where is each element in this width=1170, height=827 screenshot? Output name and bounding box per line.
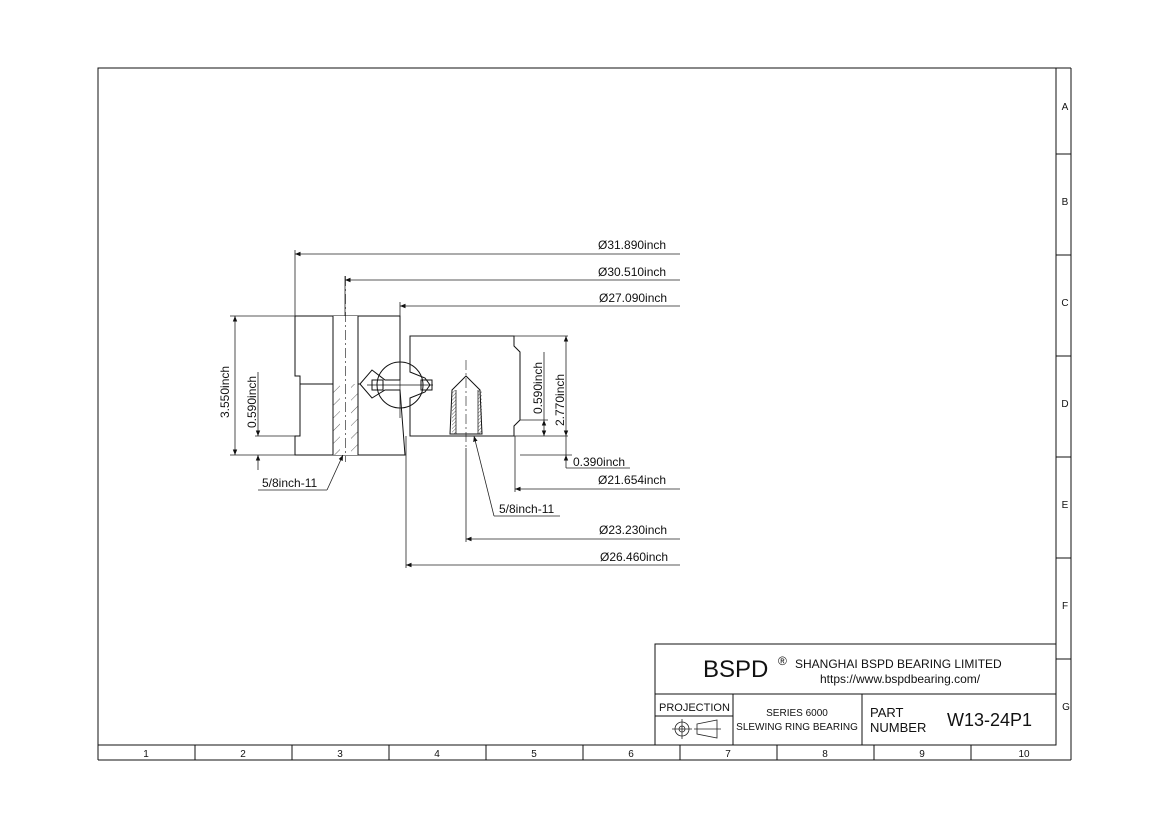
row-label-b: B xyxy=(1062,197,1069,208)
dim-height-right-flange: 0.590inch xyxy=(531,362,545,414)
projection-symbol-icon xyxy=(672,719,721,739)
column-labels: 1 2 3 4 5 6 7 8 9 10 xyxy=(143,749,1030,760)
dim-d4: Ø21.654inch xyxy=(598,473,666,487)
part-label-line1: PART xyxy=(870,705,904,720)
dim-height-inner: 2.770inch xyxy=(553,374,567,426)
row-label-a: A xyxy=(1062,102,1069,113)
col-label-5: 5 xyxy=(531,749,537,760)
dim-d3: Ø27.090inch xyxy=(599,291,667,305)
outer-ring-upper xyxy=(294,315,401,385)
row-label-d: D xyxy=(1061,399,1068,410)
product-label: SLEWING RING BEARING xyxy=(736,722,858,733)
projection-label: PROJECTION xyxy=(659,702,730,714)
row-labels: A B C D E F G xyxy=(1061,102,1070,713)
part-number: W13-24P1 xyxy=(947,710,1032,730)
dim-thread-outer: 5/8inch-11 xyxy=(262,476,317,490)
row-label-f: F xyxy=(1062,601,1068,612)
dim-height-total: 3.550inch xyxy=(218,366,232,418)
title-block: BSPD ® SHANGHAI BSPD BEARING LIMITED htt… xyxy=(654,643,1057,746)
dim-d5: Ø23.230inch xyxy=(599,523,667,537)
col-label-3: 3 xyxy=(337,749,343,760)
outer-ring-lower xyxy=(294,383,406,456)
company-name: SHANGHAI BSPD BEARING LIMITED xyxy=(795,657,1002,671)
seal-left xyxy=(371,379,384,391)
row-label-e: E xyxy=(1062,500,1069,511)
inner-ring xyxy=(409,335,521,437)
dim-d2: Ø30.510inch xyxy=(598,265,666,279)
seal-right xyxy=(420,379,433,391)
registered-mark: ® xyxy=(778,654,787,668)
col-label-7: 7 xyxy=(725,749,731,760)
col-label-2: 2 xyxy=(240,749,246,760)
sheet-frame xyxy=(97,67,1072,761)
part-label-line2: NUMBER xyxy=(870,720,926,735)
col-label-9: 9 xyxy=(919,749,925,760)
series-label: SERIES 6000 xyxy=(766,708,828,719)
col-label-6: 6 xyxy=(628,749,634,760)
dim-d6: Ø26.460inch xyxy=(600,550,668,564)
dim-thread-inner: 5/8inch-11 xyxy=(499,502,554,516)
col-label-4: 4 xyxy=(434,749,440,760)
dim-height-left-flange: 0.590inch xyxy=(245,376,259,428)
col-label-10: 10 xyxy=(1018,749,1030,760)
row-label-g: G xyxy=(1062,702,1070,713)
company-url[interactable]: https://www.bspdbearing.com/ xyxy=(820,672,981,686)
brand-logo: BSPD xyxy=(703,656,768,683)
dim-gap: 0.390inch xyxy=(573,455,625,469)
dim-d1: Ø31.890inch xyxy=(598,238,666,252)
bearing-cross-section xyxy=(294,276,568,462)
col-label-1: 1 xyxy=(143,749,149,760)
dimension-lines: Ø31.890inch Ø30.510inch Ø27.090inch 3.55… xyxy=(218,238,680,568)
row-label-c: C xyxy=(1061,298,1068,309)
col-label-8: 8 xyxy=(822,749,828,760)
